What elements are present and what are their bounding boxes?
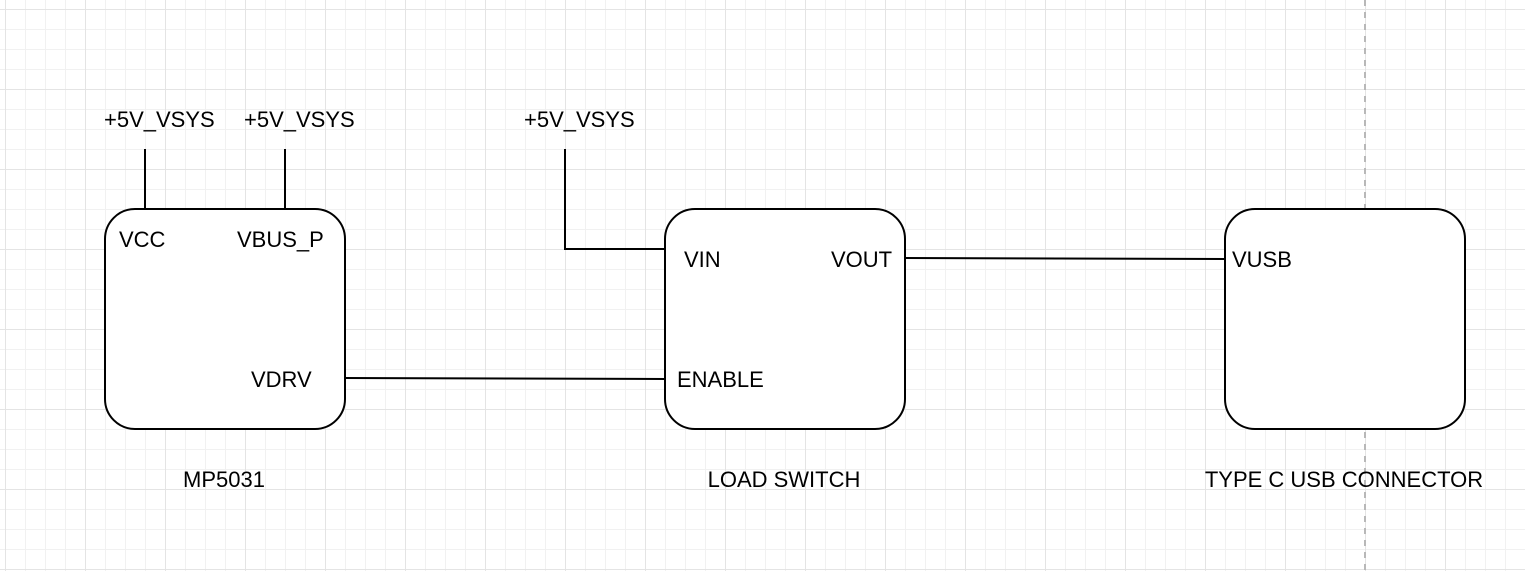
mp5031-block[interactable] bbox=[104, 208, 346, 430]
pin-vin-label: VIN bbox=[684, 247, 721, 272]
usb-connector-block[interactable] bbox=[1224, 208, 1466, 430]
wire-vdrv-enable[interactable] bbox=[343, 377, 667, 380]
vbus-supply-label: +5V_VSYS bbox=[244, 107, 355, 132]
wire-vin-supply[interactable] bbox=[564, 149, 666, 250]
wire-vout-vusb[interactable] bbox=[903, 257, 1227, 260]
pin-vbus-p-label: VBUS_P bbox=[237, 227, 324, 252]
mp5031-name-label: MP5031 bbox=[183, 467, 265, 492]
usb-connector-name-label: TYPE C USB CONNECTOR bbox=[1205, 467, 1483, 492]
pin-vusb-label: VUSB bbox=[1232, 247, 1292, 272]
pin-vout-label: VOUT bbox=[831, 247, 892, 272]
pin-enable-label: ENABLE bbox=[677, 367, 764, 392]
vin-supply-label: +5V_VSYS bbox=[524, 107, 635, 132]
pin-vcc-label: VCC bbox=[119, 227, 166, 252]
pin-vdrv-label: VDRV bbox=[251, 367, 312, 392]
load-switch-name-label: LOAD SWITCH bbox=[708, 467, 861, 492]
load-switch-block[interactable] bbox=[664, 208, 906, 430]
vcc-supply-label: +5V_VSYS bbox=[104, 107, 215, 132]
